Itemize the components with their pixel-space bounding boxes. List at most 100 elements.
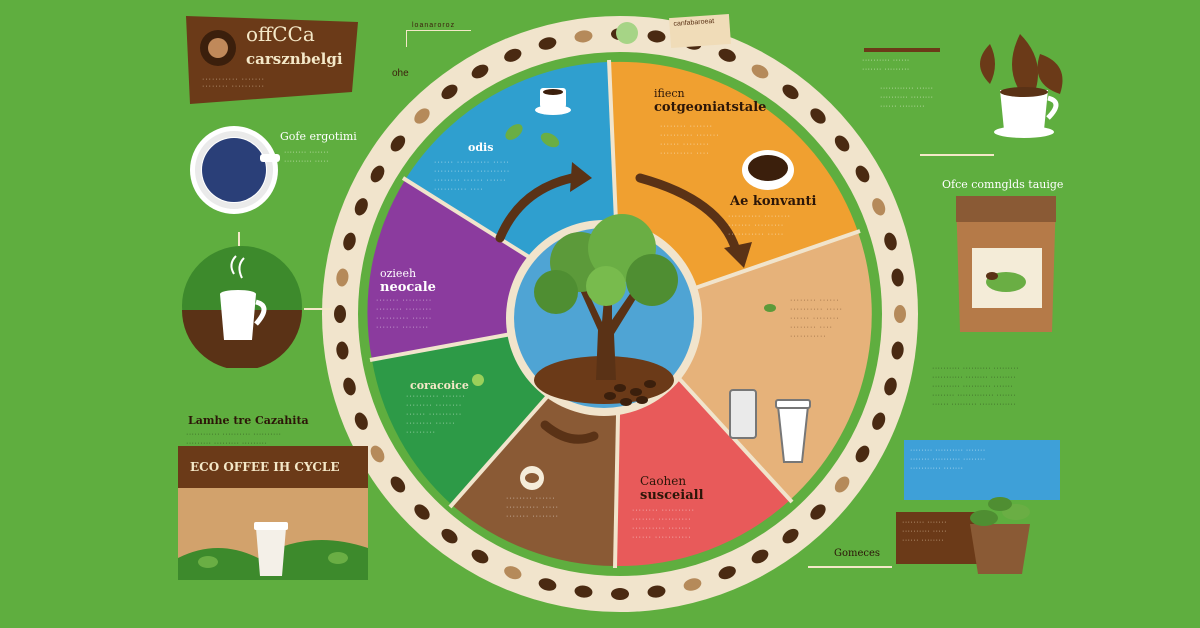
leaf-icon (980, 34, 1063, 104)
coffee-cup-icon (520, 466, 544, 490)
coffee-cup-icon (535, 88, 571, 115)
segment-red-text: ········ ················· ·············… (632, 507, 695, 541)
coffee-bean-icon (751, 549, 769, 564)
segment-green-title: coracoice (410, 379, 469, 392)
plant-pot-icon (970, 497, 1030, 574)
paper-cup-icon (729, 389, 811, 463)
right-top-text2: ············ ················ ··········… (880, 85, 934, 110)
coffee-bean-icon (574, 30, 593, 43)
cup-caption: Gofe ergotimi (280, 130, 357, 143)
segment-red-small: Caohen (640, 474, 687, 488)
coffee-bean-icon (538, 37, 557, 50)
cup-caption-text: ········ ················· ····· (284, 149, 329, 165)
coffee-bean-icon (872, 412, 886, 430)
bar-heading (864, 48, 940, 52)
coffee-bean-icon (810, 504, 826, 520)
coffee-cup-icon (994, 87, 1059, 138)
coffee-bean-icon (414, 108, 430, 124)
coffee-bean-icon (441, 84, 458, 100)
coffee-bean-icon (782, 528, 799, 544)
coffee-bean-icon (751, 64, 769, 79)
left-caption: Lamhe tre Cazahita (188, 414, 309, 427)
coffee-bean-icon (471, 549, 489, 564)
segment-orange-text2: ·········· ··············· ·············… (728, 213, 791, 238)
coffee-bean-icon (504, 566, 522, 580)
top-right-tag: canfabaroeat (669, 13, 731, 49)
coffee-bean-icon (810, 108, 826, 124)
eco-panel: ECO OFFEE IH CYCLE (178, 446, 368, 580)
coffee-bean-icon (343, 377, 356, 396)
coffee-bean-icon (718, 48, 736, 62)
coffee-bean-icon (504, 48, 522, 62)
bottom-right-label: Gomeces (834, 548, 881, 559)
coffee-bean-icon (414, 504, 430, 520)
coffee-bean-icon (891, 341, 904, 360)
left-caption-text: ············ ·········· ················… (186, 431, 282, 447)
top-right-tag-text: canfabaroeat (673, 17, 715, 28)
coffee-bean-icon (390, 135, 406, 152)
coffee-bean-icon (891, 268, 904, 287)
right-mid-text: ·········· ·········· ··················… (932, 365, 1019, 408)
coffee-bean-icon (834, 476, 850, 493)
segment-orange-subtitle: Ae konvanti (730, 194, 817, 209)
coffee-cup-icon (190, 126, 280, 214)
coffee-bean-icon (834, 135, 850, 152)
leaf-icon (616, 22, 638, 44)
coffee-bean-icon (370, 445, 385, 463)
coffee-bean-icon (884, 377, 897, 396)
title-banner: offCCa carsznbelgi ··········· ·········… (182, 12, 362, 104)
coffee-cup-icon (742, 150, 794, 190)
segment-orange-text: ········ ················· ·············… (660, 123, 720, 157)
coffee-bean-icon (855, 165, 870, 183)
coffee-bean-icon (343, 232, 356, 251)
coffee-bean-icon (683, 578, 702, 591)
info-panel-blue: ········ ·········· ·············· ·····… (904, 440, 1060, 500)
coffee-bean-icon (574, 585, 593, 598)
segment-purple-text: ······· ················· ··············… (376, 297, 433, 331)
leaf-icon (505, 124, 560, 148)
arrow-icon (495, 173, 741, 444)
leaf-icon (764, 304, 776, 312)
right-header: Ofce comnglds tauige (942, 178, 1064, 191)
coffee-bean-icon (611, 588, 629, 600)
top-tag: loanaroroz (412, 22, 456, 29)
coffee-bean-icon (441, 528, 458, 544)
segment-red-title: susceiall (640, 488, 704, 503)
coffee-bean-icon (336, 341, 349, 360)
steaming-cup-icon (182, 246, 302, 368)
coffee-bag-icon (956, 196, 1056, 332)
coffee-bean-icon (354, 198, 368, 216)
coffee-bean-icon (782, 84, 799, 100)
tree-icon (534, 214, 678, 406)
banner-subtitle: carsznbelgi (246, 50, 343, 68)
segment-purple-small: ozieeh (380, 267, 417, 280)
eco-panel-header (178, 446, 368, 488)
segment-orange-small: ifiecn (654, 87, 685, 100)
coffee-bean-icon (884, 232, 897, 251)
segment-green-text: ·········· ··············· ·············… (406, 393, 466, 436)
segment-blue-text: ······ ·········· ················· ····… (434, 159, 511, 193)
info-panel-text: ········ ·········· ·············· ·····… (910, 447, 986, 472)
coffee-bean-icon (872, 198, 886, 216)
right-top-text: ·········· ············· ········· (862, 57, 910, 73)
connector-line (808, 566, 892, 568)
eco-panel-title: ECO OFFEE IH CYCLE (190, 460, 340, 474)
coffee-bean-icon (894, 305, 906, 323)
connector-line (304, 308, 332, 310)
connector-line (238, 232, 240, 246)
coffee-bean-icon (647, 585, 666, 598)
coffee-bean-icon (718, 566, 736, 580)
segment-blue-title: odis (468, 141, 494, 154)
coffee-bean-icon (336, 268, 349, 287)
coffee-bean-icon (390, 476, 406, 493)
paper-cup-icon (178, 522, 368, 580)
ohe-label: ohe (392, 68, 409, 79)
leaf-icon (472, 374, 484, 386)
banner-text: ··········· ··············· ·········· (202, 76, 265, 90)
segment-purple-title: neocale (380, 280, 436, 295)
coffee-bean-icon (471, 64, 489, 79)
coffee-bean-icon (370, 165, 385, 183)
segment-tan-text: ········ ················ ··········· ··… (790, 297, 843, 340)
arrow-head-icon (570, 162, 592, 192)
